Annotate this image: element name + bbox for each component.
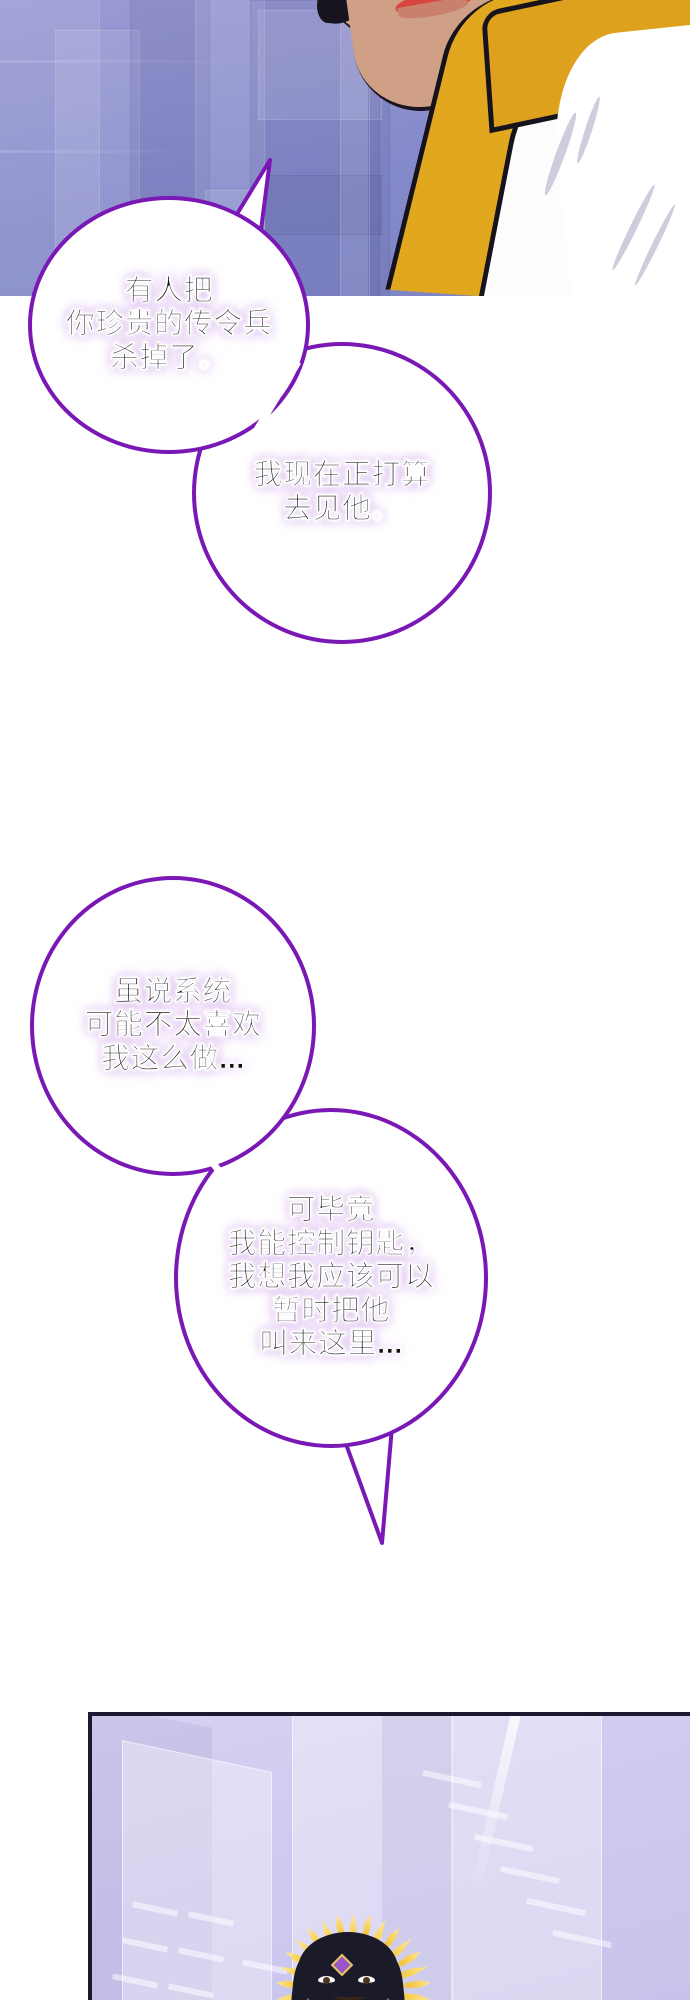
speech-bubble-1-text: 有人把 你珍贵的传令兵 杀掉了。	[65, 274, 273, 374]
light-streak	[0, 150, 200, 153]
speech-bubble-1: 有人把 你珍贵的传令兵 杀掉了。	[28, 196, 310, 454]
speech-bubble-3: 虽说系统 可能不太喜欢 我这么做...	[30, 876, 316, 1176]
light-streak	[0, 60, 260, 63]
hero-pupil-left	[323, 1977, 330, 1984]
speech-bubble-2-text: 我现在正打算 去见他。	[253, 459, 431, 525]
hero-pupil-right	[363, 1977, 370, 1984]
hero-mouth	[333, 1993, 367, 2000]
speech-bubble-3-text: 虽说系统 可能不太喜欢 我这么做...	[84, 975, 262, 1075]
speech-bubble-4-text: 可毕竟 我能控制钥匙， 我想我应该可以 暂时把他 叫来这里...	[227, 1193, 435, 1361]
